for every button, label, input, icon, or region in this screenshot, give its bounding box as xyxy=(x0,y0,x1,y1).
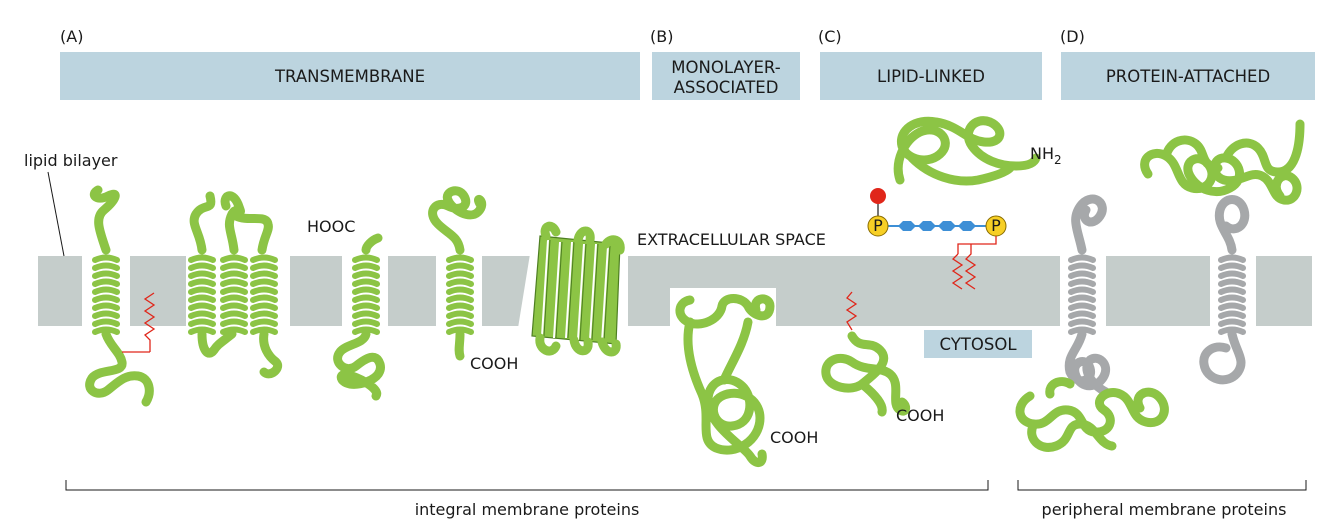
lipid-bilayer-pointer xyxy=(47,171,65,257)
palmitoyl-tail-1 xyxy=(143,292,156,352)
panel-header-b: (B) MONOLAYER- ASSOCIATED xyxy=(650,27,800,100)
panel-title-b-line2: ASSOCIATED xyxy=(674,78,779,97)
extracellular-space-label: EXTRACELLULAR SPACE xyxy=(637,230,826,249)
cooh-label-1: COOH xyxy=(470,354,518,373)
peripheral-membrane-proteins-label: peripheral membrane proteins xyxy=(1042,500,1287,519)
nh2-label: NH2 xyxy=(1030,144,1062,167)
panel-title-a: TRANSMEMBRANE xyxy=(274,67,425,86)
panel-title-d: PROTEIN-ATTACHED xyxy=(1106,67,1270,86)
panel-title-b-line1: MONOLAYER- xyxy=(671,58,780,77)
lipid-bilayer-label: lipid bilayer xyxy=(24,151,118,170)
phosphate-1-label: P xyxy=(873,216,883,235)
panel-title-box-a xyxy=(60,52,640,100)
integral-membrane-proteins-label: integral membrane proteins xyxy=(415,500,640,519)
hooc-label: HOOC xyxy=(307,217,355,236)
beta-barrel-protein xyxy=(531,221,625,357)
lipid-anchored-cytosolic-protein: COOH xyxy=(821,291,944,425)
transmembrane-protein-2 xyxy=(188,191,282,379)
protein-attached-group-1 xyxy=(1015,194,1169,452)
panel-letter-d: (D) xyxy=(1060,27,1085,46)
cooh-label-3: COOH xyxy=(896,406,944,425)
panel-title-box-d xyxy=(1061,52,1315,100)
phosphate-1 xyxy=(867,215,889,237)
peripheral-bracket xyxy=(1017,480,1307,491)
protein-attached-group-2 xyxy=(1140,119,1305,385)
cooh-label-2: COOH xyxy=(770,428,818,447)
phosphate-2-label: P xyxy=(991,216,1001,235)
cytosol-box xyxy=(924,330,1032,358)
panel-letter-c: (C) xyxy=(818,27,842,46)
anchor-head xyxy=(870,188,886,204)
cytosol-label: CYTOSOL xyxy=(939,335,1017,354)
transmembrane-protein-4: COOH xyxy=(428,186,518,373)
panel-title-box-c xyxy=(820,52,1042,100)
panel-header-d: (D) PROTEIN-ATTACHED xyxy=(1060,27,1315,100)
panel-header-a: (A) TRANSMEMBRANE xyxy=(60,27,640,100)
monolayer-associated-protein: COOH xyxy=(675,294,818,467)
panel-title-c: LIPID-LINKED xyxy=(877,67,985,86)
panel-header-c: (C) LIPID-LINKED xyxy=(818,27,1042,100)
transmembrane-protein-1 xyxy=(85,185,156,407)
panel-letter-a: (A) xyxy=(60,27,83,46)
sugar-chain xyxy=(898,221,976,231)
helix-1 xyxy=(92,254,120,335)
transmembrane-protein-3: HOOC xyxy=(307,217,385,401)
integral-bracket xyxy=(65,480,989,491)
panel-letter-b: (B) xyxy=(650,27,673,46)
gpi-anchored-protein: NH2 P P xyxy=(867,116,1062,290)
panel-title-box-b xyxy=(652,52,800,100)
